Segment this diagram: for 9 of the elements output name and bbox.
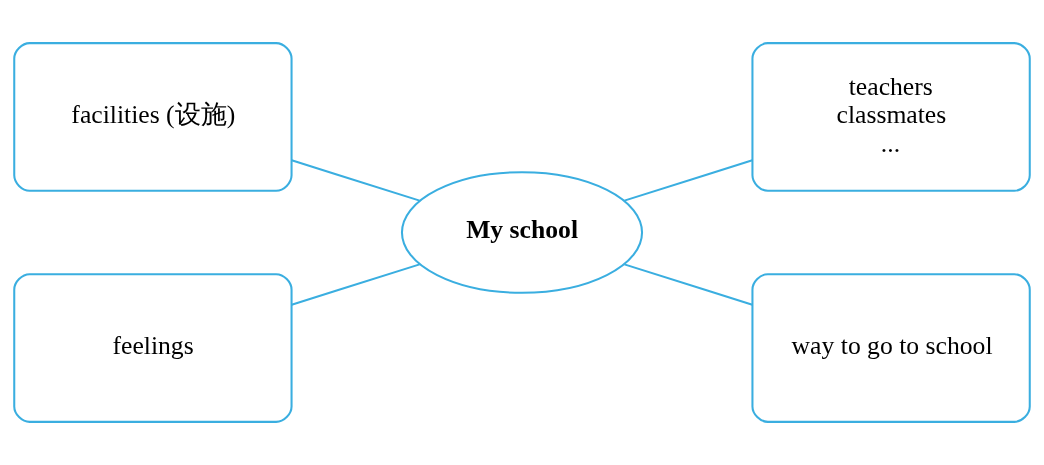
connector xyxy=(624,159,753,202)
node-box: way to go to school xyxy=(751,273,1031,423)
node-box: feelings xyxy=(13,273,293,423)
node-box: teachers classmates ... xyxy=(751,42,1031,192)
node-ellipse: My school xyxy=(400,171,644,294)
connector xyxy=(291,159,420,202)
connector xyxy=(291,263,420,306)
connector xyxy=(624,263,753,306)
node-box: facilities (设施) xyxy=(13,42,293,192)
